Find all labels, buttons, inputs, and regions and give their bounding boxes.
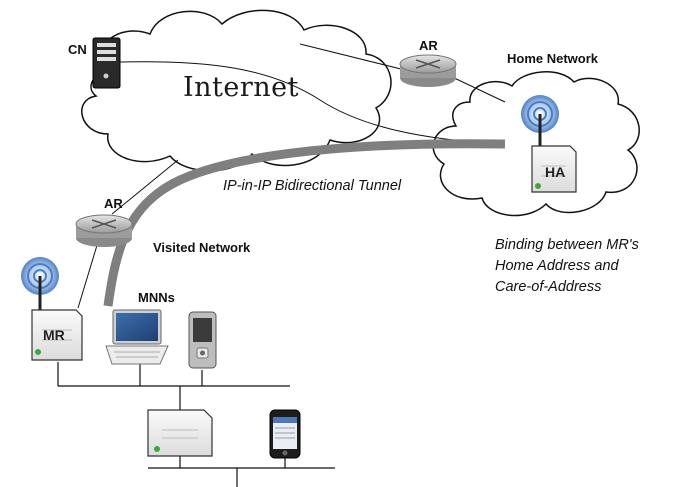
link-cn-ha <box>119 61 506 145</box>
internet-cloud <box>81 9 392 172</box>
cn-label: CN <box>68 42 87 57</box>
visited-network-label: Visited Network <box>153 240 251 255</box>
tunnel-label: IP-in-IP Bidirectional Tunnel <box>223 178 402 194</box>
laptop-mnn-icon <box>105 309 169 365</box>
home-network-cloud <box>432 71 640 217</box>
binding-note-line-3: Care-of-Address <box>495 279 602 295</box>
cn-server-icon <box>92 37 121 89</box>
ha-device-icon <box>521 95 577 193</box>
internet-label: Internet <box>183 72 300 103</box>
link-cn-ar-home <box>299 43 406 71</box>
ar-visited-router-icon <box>75 214 133 247</box>
binding-note-line-2: Home Address and <box>495 258 619 274</box>
home-network-label: Home Network <box>507 51 599 66</box>
mnns-label: MNNs <box>138 290 175 305</box>
ar-home-router-icon <box>399 54 457 87</box>
pda-mnn-icon <box>188 311 217 369</box>
ha-label: HA <box>545 164 566 180</box>
lan-bus <box>57 362 335 487</box>
ar-home-label: AR <box>419 38 438 53</box>
link-internet-ar-visited <box>111 159 179 215</box>
mr-label: MR <box>43 327 65 343</box>
link-ar-home-ha <box>449 75 506 103</box>
ar-visited-label: AR <box>104 196 123 211</box>
lan-node-box-icon <box>147 409 213 457</box>
smartphone-icon <box>269 409 301 459</box>
link-ar-visited-mr <box>77 241 99 309</box>
binding-note-line-1: Binding between MR's <box>495 237 639 253</box>
mr-device-icon <box>21 257 83 361</box>
ip-in-ip-tunnel <box>103 139 506 307</box>
